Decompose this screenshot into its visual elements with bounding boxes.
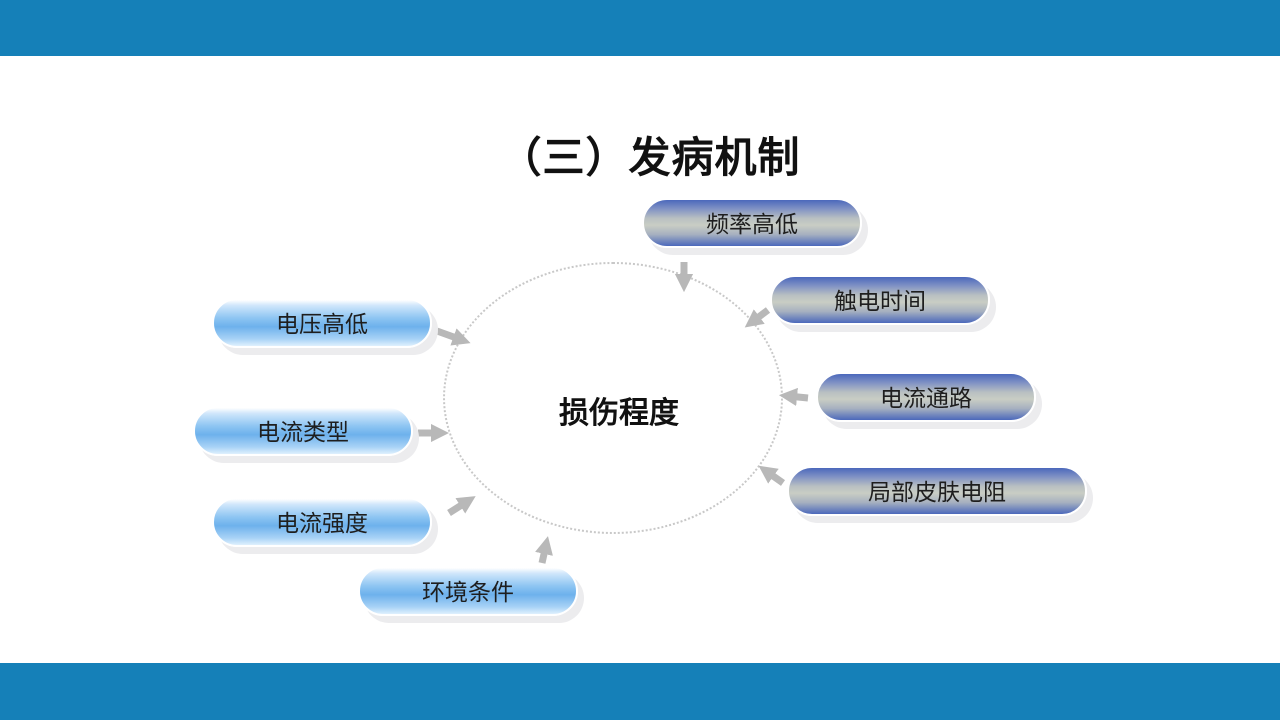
factor-skin-resistance: 局部皮肤电阻 — [787, 466, 1087, 516]
header-band — [0, 0, 1280, 56]
factor-current-type: 电流类型 — [193, 406, 413, 456]
arrow-current-path — [778, 387, 809, 406]
footer-band — [0, 663, 1280, 720]
factor-environment: 环境条件 — [358, 566, 578, 616]
center-label: 损伤程度 — [559, 396, 679, 431]
arrow-current-strength — [447, 496, 476, 516]
factor-current-strength: 电流强度 — [212, 497, 432, 547]
arrow-environment — [535, 536, 553, 564]
factor-voltage: 电压高低 — [212, 298, 432, 348]
factor-duration: 触电时间 — [770, 275, 990, 325]
factor-current-path: 电流通路 — [816, 372, 1036, 422]
arrow-duration — [744, 307, 771, 328]
factor-frequency: 频率高低 — [642, 198, 862, 248]
slide-title: （三）发病机制 — [499, 133, 801, 182]
arrow-skin-resistance — [758, 465, 786, 486]
arrow-voltage — [435, 327, 471, 346]
